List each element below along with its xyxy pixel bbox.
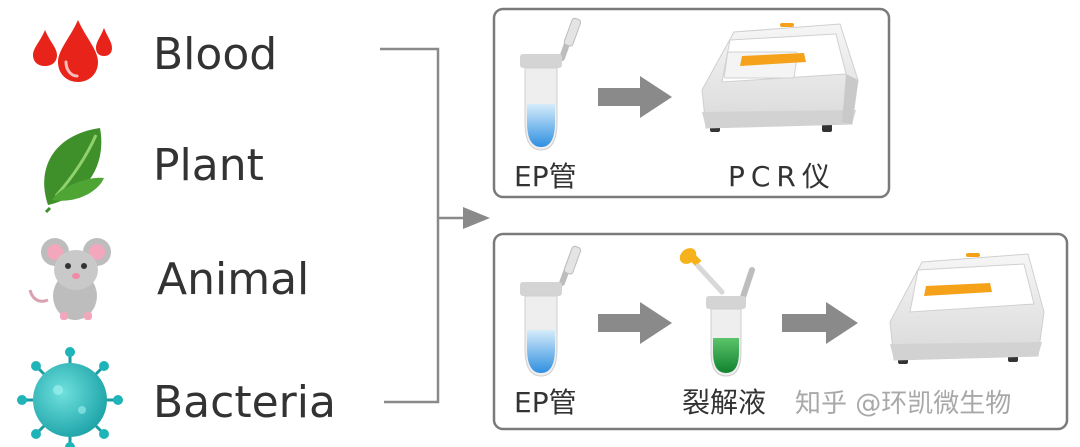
ep-tube-label: EP管 <box>514 386 577 419</box>
main-arrow-head <box>463 207 490 229</box>
process-arrow <box>782 302 858 344</box>
watermark-text: 知乎 @环凯微生物 <box>795 389 1011 419</box>
mouse-icon <box>28 238 111 320</box>
lysis-tube-label: 裂解液 <box>682 386 766 419</box>
ep-tube-label: EP管 <box>514 160 577 193</box>
process-arrow <box>598 76 672 118</box>
sample-label-plant: Plant <box>153 140 264 191</box>
merge-bracket <box>380 47 465 404</box>
sample-label-blood: Blood <box>153 29 277 80</box>
pcr-instrument-icon <box>889 253 1045 364</box>
pcr-instrument-icon <box>701 23 859 132</box>
ep-tube-icon <box>520 245 582 377</box>
blood-drops-icon <box>33 20 112 82</box>
pcr-instrument-label: PCR仪 <box>728 160 836 193</box>
bacterium-icon <box>17 347 123 447</box>
process-arrow <box>598 302 672 344</box>
dropper-icon <box>679 248 725 295</box>
leaf-icon <box>44 128 104 214</box>
lysis-tube-icon <box>706 267 755 377</box>
ep-tube-icon <box>520 17 582 151</box>
sample-label-animal: Animal <box>157 254 309 305</box>
sample-label-bacteria: Bacteria <box>153 377 336 428</box>
